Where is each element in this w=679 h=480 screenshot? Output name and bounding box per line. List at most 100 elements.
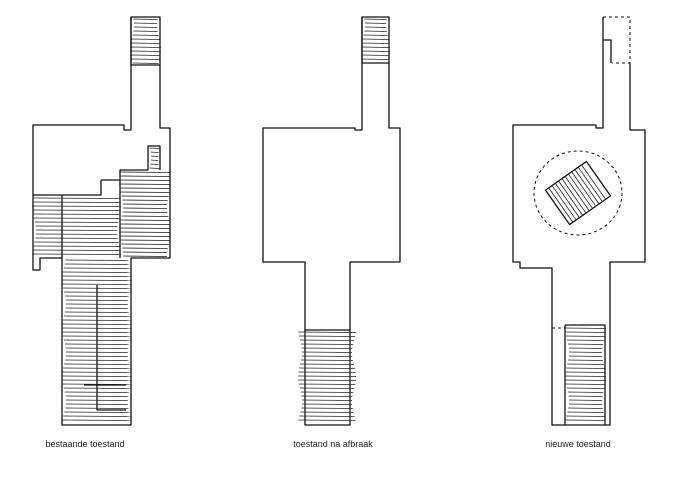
hatch-line [130,54,161,56]
hatch-line [122,207,168,209]
hatch-line [63,339,131,341]
hatch-line [65,395,129,397]
hatch-line [65,359,129,361]
hatch-line [64,363,130,365]
hatch-line [32,205,121,207]
hatch-line [298,419,356,421]
hatch-line [62,331,132,333]
hatching-new [564,327,607,421]
hatch-line [64,391,130,393]
hatch-line [119,235,171,237]
hatch-line [65,303,129,305]
hatch-line [150,159,159,161]
hatch-line [35,229,118,231]
hatch-line [62,275,132,277]
hatch-line [299,387,355,389]
hatch-line [65,311,129,313]
hatch-line [566,339,605,341]
hatch-line [568,407,603,409]
hatch-line [298,375,356,377]
hatch-line [150,155,159,157]
hatch-line [362,38,389,40]
hatch-line [62,375,132,377]
hatch-line [62,371,132,373]
hatch-line [361,54,390,56]
hatch-line [149,167,160,169]
hatch-line [119,183,171,185]
hatch-line [32,253,121,255]
hatch-line [568,403,603,405]
hatch-line [119,227,171,229]
hatch-line [361,50,390,52]
hatch-line [34,241,119,243]
hatch-line [361,46,390,48]
hatch-line [65,347,129,349]
hatch-line [150,163,159,165]
hatch-line [133,18,158,20]
hatch-line [122,255,168,257]
hatch-line [122,251,168,253]
hatch-line [150,151,159,153]
hatch-line [554,183,580,218]
plan-after-demolition [262,16,401,426]
hatch-line [565,371,606,373]
hatch-line [121,215,169,217]
hatch-line [33,217,120,219]
hatch-line [63,367,131,369]
hatch-line [364,18,387,20]
hatch-line [567,411,604,413]
hatch-line [551,185,577,221]
hatch-line [298,335,356,337]
hatch-line [298,379,356,381]
caption-new: nieuwe toestand [545,439,611,449]
hatch-line [130,50,161,52]
hatch-line [130,46,161,48]
hatch-line [63,267,131,269]
hatch-line [64,411,130,413]
hatch-line [65,299,129,301]
hatch-line [364,22,387,24]
hatch-line [35,233,118,235]
hatch-line [62,323,132,325]
hatch-line [300,391,354,393]
hatch-line [61,279,133,281]
hatch-line [65,351,129,353]
hatch-line [298,371,356,373]
hatch-line [122,199,168,201]
hatch-line [119,223,171,225]
hatching-after-demolition [298,18,390,421]
hatch-line [133,30,158,32]
hatch-line [121,195,169,197]
hatch-line [35,225,118,227]
hatch-line [301,395,353,397]
hatch-line [568,399,603,401]
hatch-line [122,247,168,249]
hatch-line [65,295,129,297]
hatch-line [149,147,160,149]
hatch-line [131,58,160,60]
hatch-line [32,201,121,203]
hatch-line [565,331,606,333]
hatch-line [133,22,158,24]
hatch-line [65,407,129,409]
hatch-line [122,203,168,205]
hatch-line [119,175,171,177]
hatch-line [364,26,387,28]
hatch-line [299,415,355,417]
hatch-line [63,319,131,321]
hatch-line [132,62,159,64]
hatch-line [567,391,604,393]
hatch-line [564,327,607,329]
hatch-line [568,351,603,353]
hatching-new-object [548,164,606,223]
hatch-line [131,38,160,40]
hatch-line [565,375,606,377]
hatch-line [63,387,131,389]
hatch-line [61,327,133,329]
hatch-line [574,169,600,205]
hatch-line [565,379,606,381]
hatch-line [301,347,353,349]
hatch-line [33,245,120,247]
hatch-line [568,347,603,349]
